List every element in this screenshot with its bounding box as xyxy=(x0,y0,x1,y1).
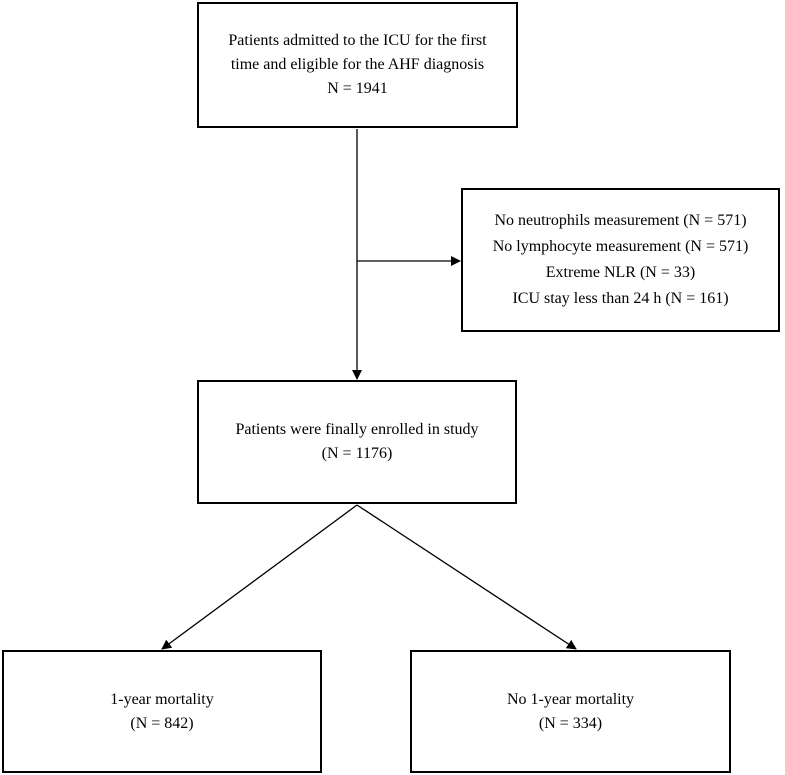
eligible-patients-line-2: time and eligible for the AHF diagnosis xyxy=(230,56,485,73)
no-mortality-label: No 1-year mortality xyxy=(506,690,635,708)
arrow-enrolled-to-no-mortality xyxy=(356,504,577,650)
arrow-enrolled-to-mortality xyxy=(161,504,358,650)
exclusion-extreme-nlr: Extreme NLR (N = 33) xyxy=(545,264,696,281)
no-mortality-count: (N = 334) xyxy=(538,714,603,732)
exclusion-criteria-box: No neutrophils measurement (N = 571) No … xyxy=(461,188,780,332)
eligible-patients-count: N = 1941 xyxy=(327,80,388,97)
exclusion-icu-stay: ICU stay less than 24 h (N = 161) xyxy=(512,289,729,307)
mortality-label: 1-year mortality xyxy=(110,690,214,708)
no-mortality-box: No 1-year mortality (N = 334) xyxy=(410,650,731,773)
mortality-count: (N = 842) xyxy=(130,714,194,732)
mortality-box: 1-year mortality (N = 842) xyxy=(2,650,322,773)
exclusion-neutrophils: No neutrophils measurement (N = 571) xyxy=(494,212,747,230)
eligible-patients-line-1: Patients admitted to the ICU for the fir… xyxy=(228,32,487,49)
enrolled-patients-box: Patients were finally enrolled in study … xyxy=(197,380,517,504)
enrolled-patients-label: Patients were finally enrolled in study xyxy=(235,421,479,438)
enrolled-patients-count: (N = 1176) xyxy=(321,445,393,462)
exclusion-lymphocyte: No lymphocyte measurement (N = 571) xyxy=(492,238,749,256)
eligible-patients-box: Patients admitted to the ICU for the fir… xyxy=(197,2,518,128)
